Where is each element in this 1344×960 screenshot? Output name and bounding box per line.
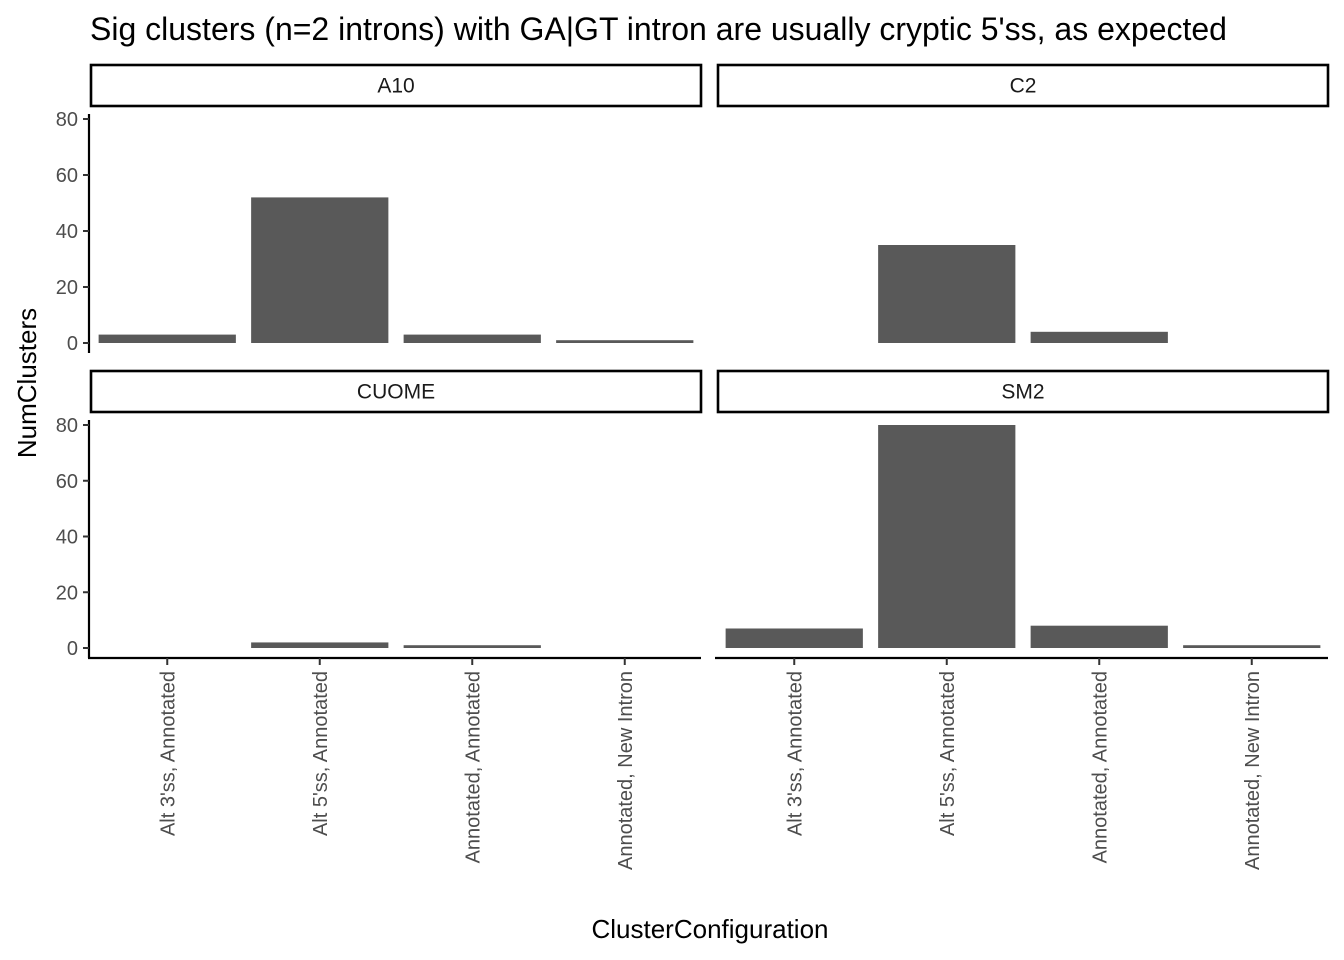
x-axis-title: ClusterConfiguration — [591, 914, 828, 944]
bar-a10-annotated-new-intron — [556, 340, 694, 343]
y-tick-label-cuome: 80 — [56, 415, 78, 437]
bar-a10-alt-3-ss-annotated — [98, 334, 236, 343]
y-tick-label-a10: 20 — [56, 277, 78, 299]
facet-label-a10: A10 — [377, 75, 414, 98]
bar-sm2-annotated-new-intron — [1183, 645, 1321, 648]
x-tick-label-sm2-annotated-new-intron: Annotated, New Intron — [1242, 671, 1264, 870]
bar-sm2-alt-5-ss-annotated — [878, 425, 1016, 648]
bar-sm2-alt-3-ss-annotated — [725, 628, 863, 648]
facet-strip-cuome — [89, 369, 703, 414]
facet-label-sm2: SM2 — [1001, 381, 1044, 404]
bar-a10-alt-5-ss-annotated — [251, 197, 389, 343]
bar-sm2-annotated-annotated — [1030, 625, 1168, 648]
bar-c2-alt-5-ss-annotated — [878, 245, 1016, 343]
x-tick-label-cuome-alt-5-ss-annotated: Alt 5'ss, Annotated — [310, 671, 332, 836]
x-tick-label-sm2-alt-3-ss-annotated: Alt 3'ss, Annotated — [784, 671, 806, 836]
facet-strip-a10 — [89, 63, 703, 108]
bar-cuome-annotated-annotated — [403, 645, 541, 648]
x-tick-label-sm2-annotated-annotated: Annotated, Annotated — [1089, 671, 1111, 863]
bar-cuome-alt-5-ss-annotated — [251, 642, 389, 648]
y-tick-label-a10: 60 — [56, 165, 78, 187]
y-tick-label-cuome: 0 — [67, 638, 78, 660]
y-tick-label-cuome: 40 — [56, 527, 78, 549]
facet-label-cuome: CUOME — [357, 381, 435, 404]
bar-c2-annotated-annotated — [1030, 331, 1168, 343]
facet-strip-c2 — [716, 63, 1330, 108]
facet-label-c2: C2 — [1010, 75, 1037, 98]
facet-strip-sm2 — [716, 369, 1330, 414]
y-tick-label-a10: 40 — [56, 221, 78, 243]
y-tick-label-cuome: 60 — [56, 471, 78, 493]
bar-a10-annotated-annotated — [403, 334, 541, 343]
x-tick-label-cuome-alt-3-ss-annotated: Alt 3'ss, Annotated — [157, 671, 179, 836]
chart-title: Sig clusters (n=2 introns) with GA|GT in… — [90, 11, 1227, 47]
y-tick-label-a10: 80 — [56, 109, 78, 131]
x-tick-label-cuome-annotated-annotated: Annotated, Annotated — [462, 671, 484, 863]
y-axis-title: NumClusters — [12, 308, 42, 458]
x-tick-label-sm2-alt-5-ss-annotated: Alt 5'ss, Annotated — [937, 671, 959, 836]
y-tick-label-a10: 0 — [67, 333, 78, 355]
y-tick-label-cuome: 20 — [56, 582, 78, 604]
x-tick-label-cuome-annotated-new-intron: Annotated, New Intron — [615, 671, 637, 870]
